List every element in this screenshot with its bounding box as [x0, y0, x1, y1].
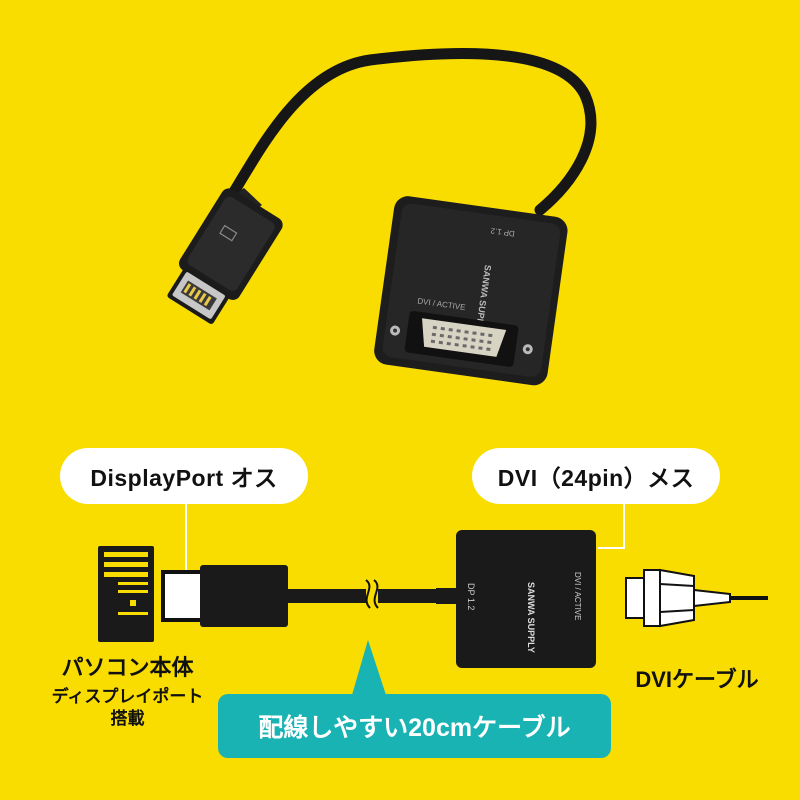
- diagram-adapter: DP 1.2 SANWA SUPPLY DVI / ACTIVE: [456, 530, 596, 668]
- pc-subtitle-line2: 搭載: [110, 709, 145, 728]
- adapter-body: DP 1.2 SANWA SUPPLY DVI / ACTIVE: [374, 196, 568, 386]
- dvi-cable-label: DVIケーブル: [635, 667, 759, 692]
- diagram-adapter-logo: SANWA SUPPLY: [526, 582, 536, 653]
- displayport-plug: [167, 188, 283, 324]
- dvi-female-callout: DVI（24pin）メス: [472, 448, 720, 504]
- cable-note-banner: 配線しやすい20cmケーブル: [218, 694, 611, 758]
- pc-subtitle-line1: ディスプレイポート: [51, 687, 204, 706]
- diagram-adapter-left-text: DP 1.2: [466, 583, 476, 610]
- adapter-top-text: DP 1.2: [489, 226, 515, 238]
- pc-tower-icon: [98, 546, 154, 642]
- dvi-cable-plug: [625, 568, 768, 628]
- dp-male-callout: DisplayPort オス: [60, 448, 308, 504]
- adapter-cable: [226, 47, 597, 216]
- dvi-female-label: DVI（24pin）メス: [497, 465, 695, 491]
- cable-note-pointer: [352, 640, 386, 695]
- pc-title: パソコン本体: [61, 655, 194, 680]
- dp-male-label: DisplayPort オス: [90, 465, 278, 491]
- diagram-dp-plug: [161, 565, 458, 627]
- diagram-adapter-right-text: DVI / ACTIVE: [573, 572, 582, 620]
- cable-note-text: 配線しやすい20cmケーブル: [258, 714, 571, 742]
- dvi-pointer-line: [598, 500, 625, 549]
